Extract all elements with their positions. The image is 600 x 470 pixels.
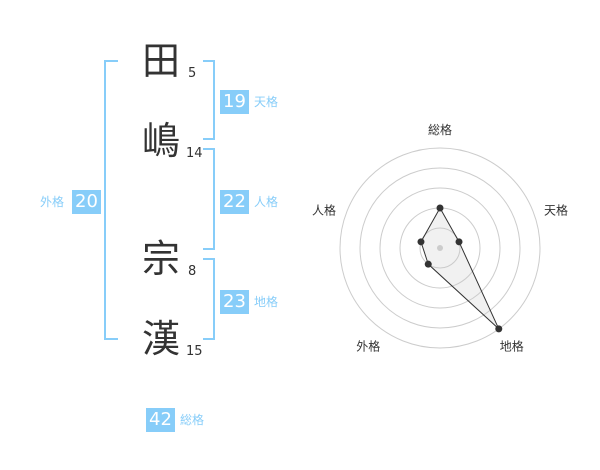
- chikaku-label: 地格: [254, 295, 279, 309]
- name-char-3: 宗: [141, 237, 180, 281]
- gaikaku-bracket: [104, 60, 118, 340]
- radar-ring-1: [419, 227, 461, 269]
- name-char-2: 嶋: [141, 119, 180, 163]
- gaikaku-value: 20: [72, 190, 101, 214]
- tenkaku-label: 天格: [254, 95, 279, 109]
- radar-series-polygon: [420, 206, 500, 330]
- radar-center-dot: [437, 245, 443, 251]
- radar-axis-label-5: 人格: [312, 202, 336, 217]
- name-char-1: 田: [141, 39, 180, 83]
- chikaku-bracket: [203, 258, 215, 340]
- radar-point-3: [495, 325, 503, 333]
- jinkaku-bracket: [203, 148, 215, 250]
- radar-axis-label-3: 地格: [500, 339, 524, 354]
- radar-point-5: [417, 238, 425, 246]
- radar-point-1: [436, 204, 444, 212]
- radar-axis-label-4: 外格: [356, 339, 380, 354]
- chikaku-value: 23: [220, 290, 249, 314]
- jinkaku-label: 人格: [254, 195, 279, 209]
- soukaku-label: 総格: [180, 413, 205, 427]
- tenkaku-value: 19: [220, 90, 249, 114]
- stroke-count-4: 15: [186, 344, 203, 359]
- jinkaku-value: 22: [220, 190, 249, 214]
- radar-point-2: [455, 238, 463, 246]
- stroke-count-3: 8: [188, 264, 197, 279]
- tenkaku-bracket: [203, 60, 215, 140]
- radar-axis-label-2: 天格: [544, 202, 568, 217]
- radar-point-4: [424, 260, 432, 268]
- radar-ring-5: [339, 147, 541, 349]
- radar-axis-label-1: 総格: [428, 122, 452, 137]
- soukaku-value: 42: [146, 408, 175, 432]
- radar-ring-3: [379, 187, 501, 309]
- stroke-count-2: 14: [186, 146, 203, 161]
- radar-ring-4: [359, 167, 521, 329]
- gaikaku-label: 外格: [40, 195, 65, 209]
- stroke-count-1: 5: [188, 66, 197, 81]
- name-char-4: 漢: [141, 317, 180, 361]
